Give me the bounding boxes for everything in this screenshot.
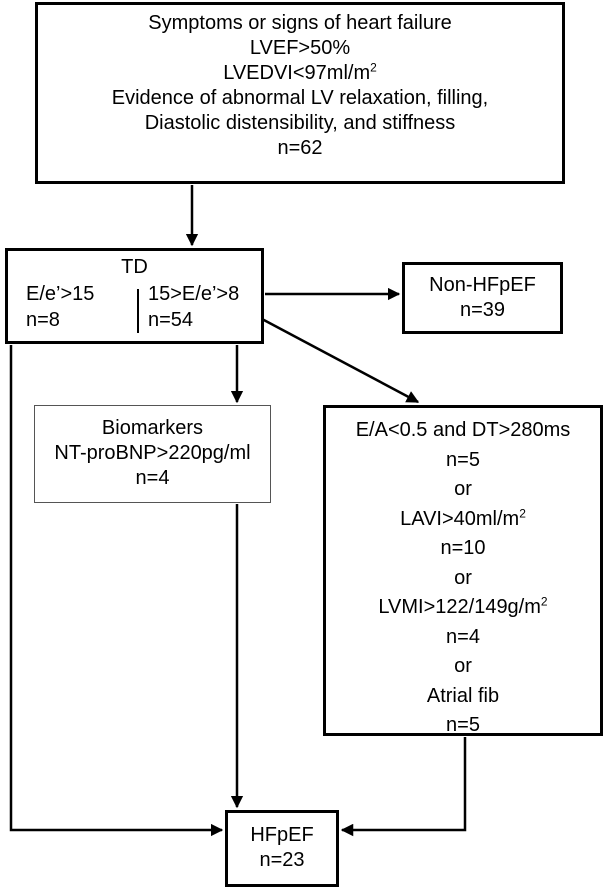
biomarkers-count: n=4 bbox=[135, 467, 170, 489]
non-hfpef-count: n=39 bbox=[459, 299, 506, 321]
atrial-fib-count: n=5 bbox=[446, 714, 480, 736]
lavi-criterion: LAVI>40ml/m2 bbox=[400, 505, 526, 530]
ea-dt-criterion: E/A<0.5 and DT>280ms bbox=[355, 419, 571, 441]
non-hfpef-label: Non-HFpEF bbox=[429, 274, 536, 296]
biomarkers-box: Biomarkers NT-proBNP>220pg/ml n=4 bbox=[34, 405, 271, 503]
hfpef-box: HFpEF n=23 bbox=[225, 810, 339, 887]
non-hfpef-box: Non-HFpEF n=39 bbox=[402, 262, 563, 334]
td-left-group: E/e’>15 n=8 bbox=[26, 281, 94, 333]
td-box: TD E/e’>15 n=8 15>E/e’>8 n=54 bbox=[5, 248, 264, 344]
or-separator-2: or bbox=[454, 566, 472, 589]
criteria-count: n=62 bbox=[277, 137, 323, 159]
arrow-td-direct-to-hfpef bbox=[9, 345, 224, 837]
or-separator-3: or bbox=[454, 655, 472, 677]
ea-dt-count: n=5 bbox=[446, 448, 480, 471]
inclusion-criteria-box: Symptoms or signs of heart failure LVEF>… bbox=[35, 2, 565, 184]
td-right-label: 15>E/e’>8 bbox=[148, 283, 240, 305]
biomarkers-criterion: NT-proBNP>220pg/ml bbox=[54, 442, 251, 464]
other-criteria-box: E/A<0.5 and DT>280ms n=5 or LAVI>40ml/m2… bbox=[323, 405, 603, 736]
criteria-evidence: Evidence of abnormal LV relaxation, fill… bbox=[111, 87, 489, 109]
atrial-fib-criterion: Atrial fib bbox=[426, 684, 500, 707]
hfpef-count: n=23 bbox=[259, 849, 305, 871]
arrow-td-to-other bbox=[261, 317, 420, 404]
td-right-count: n=54 bbox=[148, 309, 194, 331]
td-left-label: E/e’>15 bbox=[26, 283, 95, 305]
td-title: TD bbox=[121, 256, 148, 278]
criteria-symptoms: Symptoms or signs of heart failure bbox=[148, 12, 452, 34]
lavi-count: n=10 bbox=[440, 537, 486, 559]
criteria-lvef: LVEF>50% bbox=[249, 37, 351, 59]
hfpef-label: HFpEF bbox=[250, 824, 314, 846]
td-left-count: n=8 bbox=[26, 309, 60, 331]
or-separator-1: or bbox=[454, 478, 472, 500]
criteria-diastolic: Diastolic distensibility, and stiffness bbox=[144, 112, 456, 134]
arrow-other-to-hfpef bbox=[340, 737, 467, 837]
td-right-group: 15>E/e’>8 n=54 bbox=[148, 281, 239, 333]
biomarkers-title: Biomarkers bbox=[101, 417, 204, 439]
lvmi-count: n=4 bbox=[446, 625, 480, 648]
td-divider bbox=[137, 289, 139, 333]
lvmi-criterion: LVMI>122/149g/m2 bbox=[378, 594, 548, 618]
criteria-lvedvi: LVEDVI<97ml/m2 bbox=[223, 60, 377, 84]
